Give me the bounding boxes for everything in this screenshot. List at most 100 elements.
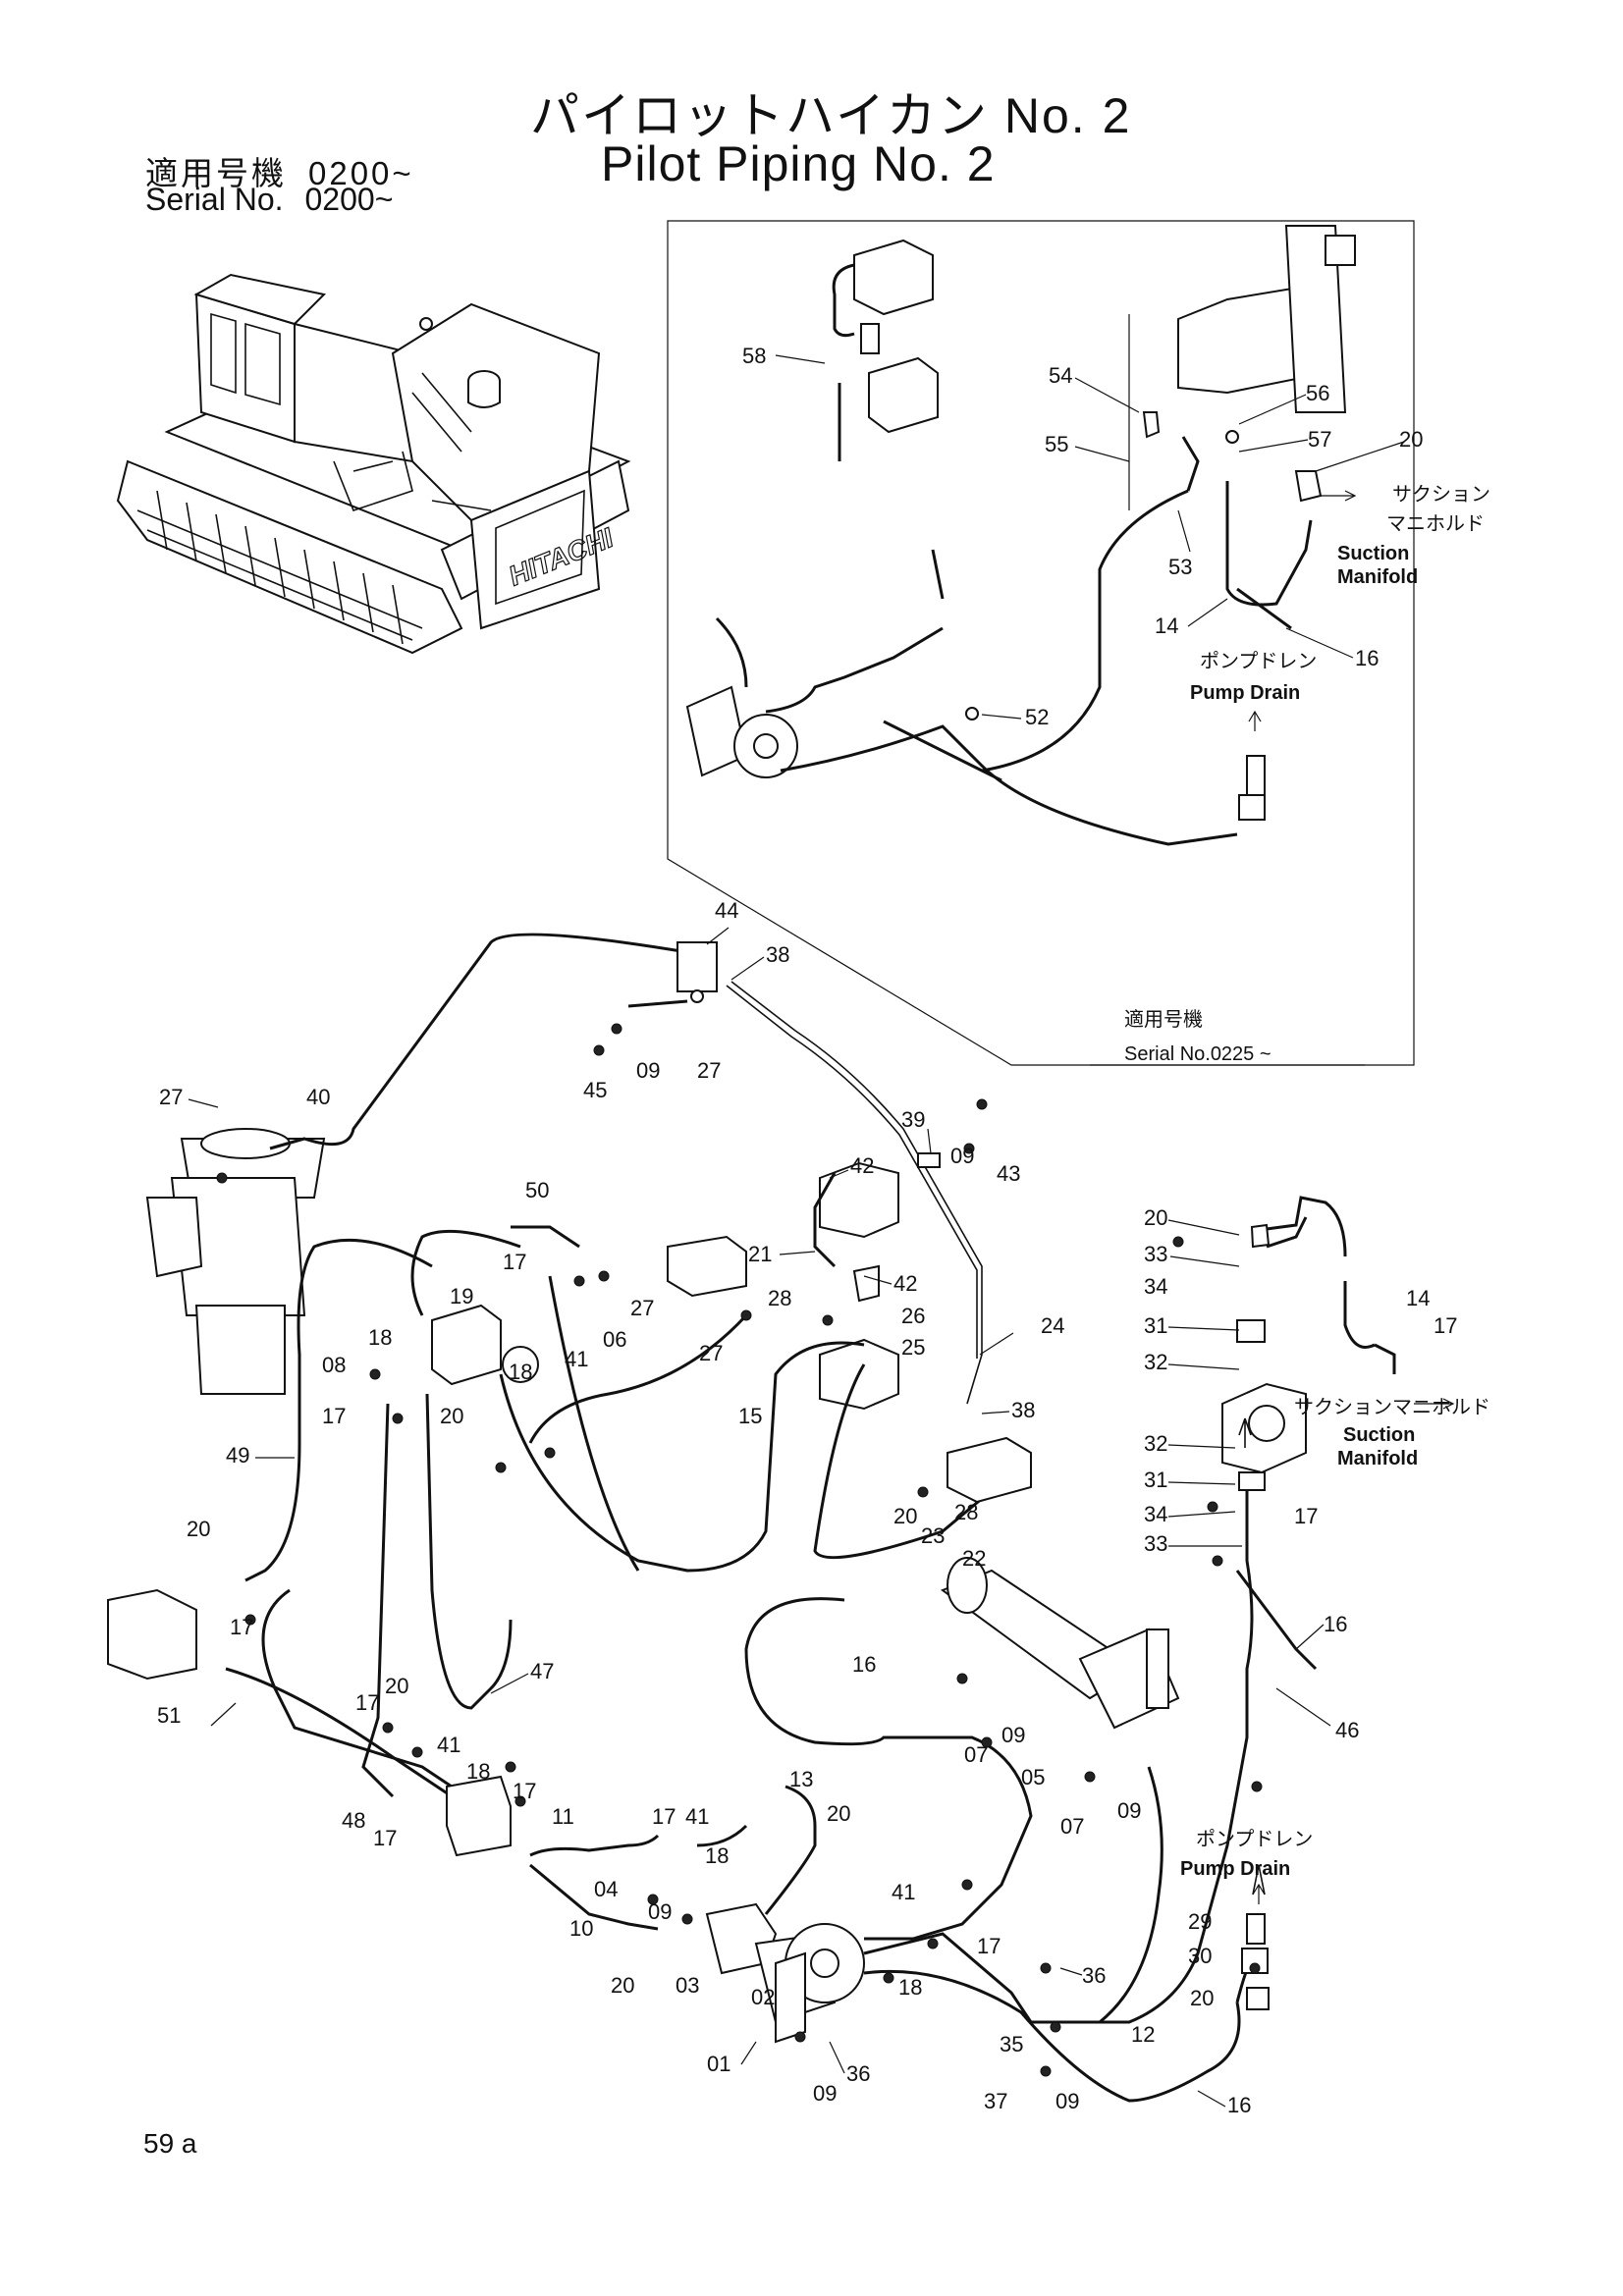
callout-label: 09: [1001, 1723, 1025, 1747]
serial-applicability-english: Serial No. 0200~: [145, 182, 393, 218]
leader-lines: [188, 354, 1405, 2108]
callout-label: 08: [322, 1353, 346, 1377]
serial-value-en: 0200~: [304, 182, 394, 217]
callout-label: 38: [1011, 1398, 1035, 1422]
callout-label: 41: [437, 1733, 460, 1757]
note-suction-manifold-jp: サクションマニホルド: [1294, 1396, 1490, 1418]
callout-label: 17: [513, 1779, 536, 1803]
excavator-illustration: HITACHI: [116, 273, 631, 655]
note-suction-jp: サクション: [1392, 483, 1490, 506]
callout-label: 35: [1000, 2032, 1023, 2056]
callout-label: 01: [707, 2052, 730, 2076]
callout-label: 27: [630, 1296, 654, 1320]
callout-label: 20: [187, 1517, 210, 1541]
callout-label: 55: [1045, 432, 1068, 456]
callout-label: 05: [1021, 1765, 1045, 1789]
callout-label: 11: [552, 1804, 574, 1829]
callout-label: 24: [1041, 1313, 1064, 1338]
callout-labels: 58 54 55 56 57 20 53 14 16 52 44 38 27 4…: [157, 344, 1457, 2117]
callout-label: 37: [984, 2089, 1007, 2113]
note-pump-drain-jp: ポンプドレン: [1200, 650, 1317, 672]
callout-label: 54: [1049, 363, 1072, 388]
callout-label: 07: [964, 1742, 988, 1767]
callout-label: 09: [1055, 2089, 1079, 2113]
note-manifold-en: Manifold: [1337, 566, 1418, 588]
callout-label: 34: [1144, 1502, 1167, 1526]
callout-label: 18: [509, 1360, 532, 1384]
callout-label: 52: [1025, 705, 1049, 729]
page-title-japanese: パイロットハイカン No. 2: [530, 88, 1132, 143]
callout-label: 27: [697, 1058, 721, 1083]
callout-label: 20: [385, 1674, 408, 1698]
callout-label: 03: [676, 1973, 699, 1998]
callout-label: 21: [748, 1242, 772, 1266]
callout-label: 50: [525, 1178, 549, 1202]
callout-label: 36: [846, 2061, 870, 2086]
callout-label: 04: [594, 1877, 618, 1901]
callout-label: 31: [1144, 1468, 1167, 1492]
callout-label: 42: [893, 1271, 917, 1296]
callout-label: 34: [1144, 1274, 1167, 1299]
callout-label: 57: [1308, 427, 1331, 452]
callout-label: 31: [1144, 1313, 1167, 1338]
callout-label: 20: [893, 1504, 917, 1528]
main-piping: [107, 933, 1396, 2103]
callout-label: 02: [751, 1985, 775, 2009]
callout-label: 58: [742, 344, 766, 368]
callout-label: 46: [1335, 1718, 1359, 1742]
callout-label: 09: [636, 1058, 660, 1083]
callout-label: 20: [1399, 427, 1423, 452]
callout-label: 33: [1144, 1531, 1167, 1556]
callout-label: 16: [1355, 646, 1379, 670]
callout-label: 17: [1294, 1504, 1318, 1528]
callout-label: 09: [648, 1899, 672, 1924]
callout-label: 20: [1144, 1205, 1167, 1230]
callout-label: 16: [852, 1652, 876, 1677]
inset-serial-0225-box: 適用号機 Serial No.0225 ~: [667, 220, 1415, 1066]
callout-label: 12: [1131, 2022, 1155, 2047]
serial-value-jp: 0200~: [308, 155, 414, 191]
callout-label: 07: [1060, 1814, 1084, 1839]
note-pump-drain-en-2: Pump Drain: [1180, 1858, 1290, 1880]
callout-label: 28: [954, 1500, 978, 1524]
callout-label: 16: [1227, 2093, 1251, 2117]
callout-label: 17: [322, 1404, 346, 1428]
callout-label: 17: [977, 1934, 1001, 1958]
flow-notes: サクション マニホルド Suction Manifold ポンプドレン Pump…: [1180, 483, 1490, 1904]
callout-label: 15: [738, 1404, 762, 1428]
callout-label: 32: [1144, 1350, 1167, 1374]
callout-label: 41: [565, 1347, 588, 1371]
callout-label: 20: [611, 1973, 634, 1998]
callout-label: 22: [962, 1546, 986, 1571]
callout-label: 27: [159, 1085, 183, 1109]
note-suction-en-2: Suction: [1343, 1424, 1415, 1446]
callout-label: 28: [768, 1286, 791, 1310]
callout-label: 48: [342, 1808, 365, 1833]
callout-label: 18: [705, 1843, 729, 1868]
callout-label: 49: [226, 1443, 249, 1468]
callout-label: 17: [355, 1690, 379, 1715]
callout-label: 51: [157, 1703, 181, 1728]
callout-label: 14: [1406, 1286, 1430, 1310]
callout-label: 47: [530, 1659, 554, 1683]
callout-label: 09: [1117, 1798, 1141, 1823]
callout-label: 17: [373, 1826, 397, 1850]
serial-label-en: Serial No.: [145, 182, 284, 217]
callout-label: 19: [450, 1284, 473, 1308]
note-pump-drain-en: Pump Drain: [1190, 682, 1300, 704]
callout-label: 53: [1168, 555, 1192, 579]
page-title-english: Pilot Piping No. 2: [601, 136, 996, 191]
callout-label: 10: [569, 1916, 593, 1941]
inset-serial-value: Serial No.0225 ~: [1124, 1043, 1271, 1065]
callout-label: 56: [1306, 381, 1329, 405]
callout-label: 30: [1188, 1944, 1212, 1968]
callout-label: 41: [685, 1804, 709, 1829]
callout-label: 09: [813, 2081, 837, 2106]
callout-label: 41: [892, 1880, 915, 1904]
callout-label: 45: [583, 1078, 607, 1102]
note-manifold-jp: マニホルド: [1386, 513, 1485, 535]
callout-label: 23: [921, 1523, 945, 1548]
callout-label: 32: [1144, 1431, 1167, 1456]
callout-label: 42: [850, 1153, 874, 1178]
